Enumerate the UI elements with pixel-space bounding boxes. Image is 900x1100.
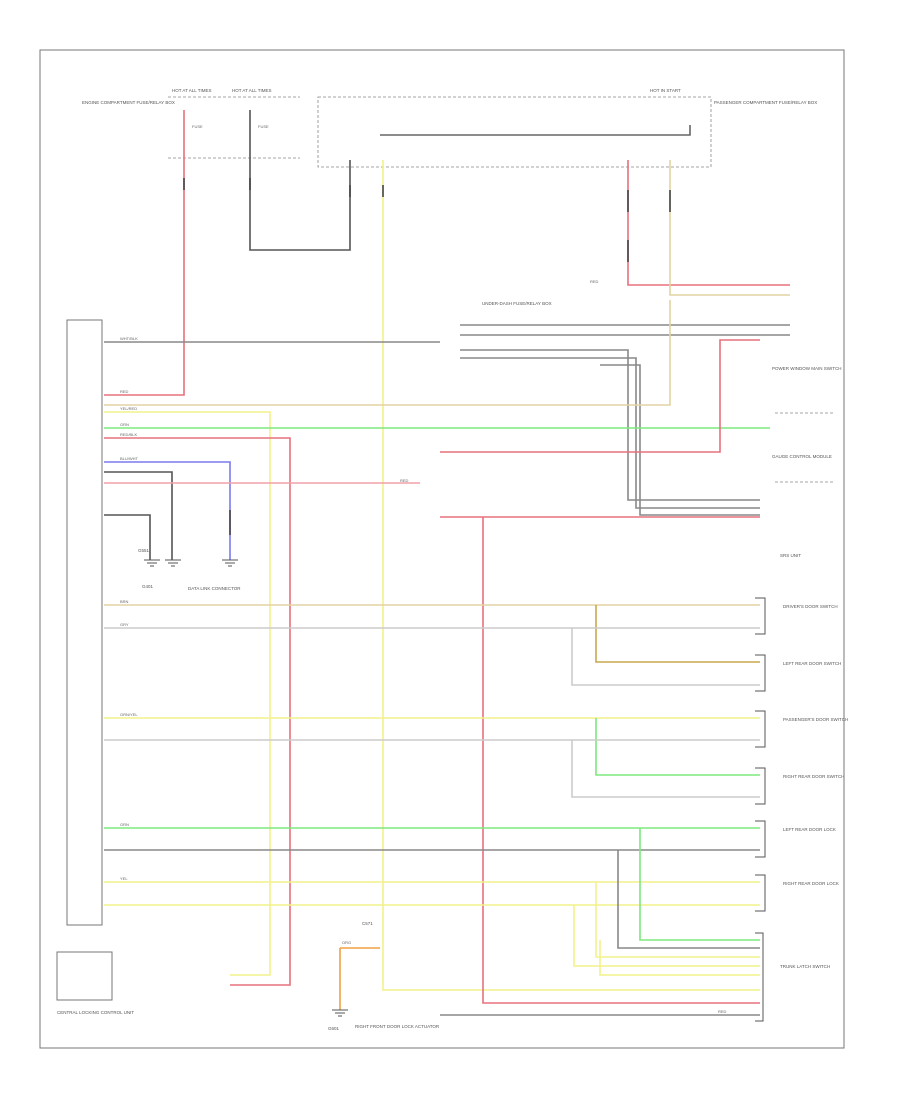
wire-yellow-975 [599, 940, 760, 976]
wire-tag-1: WHT/BLK [120, 336, 138, 341]
wire-yellow-966 [573, 905, 760, 967]
ground-label-2: G551 [138, 548, 150, 553]
ground-4 [332, 1009, 348, 1017]
trunk-ground-label: G601 [328, 1026, 340, 1031]
wire-tan-right-top [669, 160, 790, 296]
wire-tag-7: BRN [120, 599, 129, 604]
wire-red-right-top [627, 160, 790, 286]
fuse-a-label: FUSE [192, 124, 203, 129]
wire-yellow-957 [595, 882, 760, 958]
wire-yellow-main [382, 160, 760, 991]
lock-right [755, 874, 766, 912]
wire-gray-365 [600, 364, 760, 516]
wire-tag-5: RED/BLK [120, 432, 137, 437]
wire-brn-662 [595, 605, 760, 663]
trunk-unit-label: TRUNK LATCH SWITCH [780, 964, 830, 969]
ground-2 [165, 559, 181, 567]
wire-gray-797 [571, 740, 760, 798]
wire-dark-472 [104, 471, 173, 560]
wire-red-438 [104, 437, 291, 986]
wire-tag-8: GRY [120, 622, 129, 627]
wire-green-940 [639, 828, 760, 941]
door-switch-rr-label: RIGHT REAR DOOR SWITCH [783, 774, 844, 779]
hot-label-2: HOT AT ALL TIMES [232, 88, 272, 93]
gauge-control-label: GAUGE CONTROL MODULE [772, 454, 832, 459]
ground-label-1: G401 [142, 584, 154, 589]
wire-dark-515 [104, 514, 151, 560]
wire-tag-6: BLU/WHT [120, 456, 139, 461]
central-locking-label: CENTRAL LOCKING CONTROL UNIT [57, 1010, 134, 1015]
dlc-label: DATA LINK CONNECTOR [188, 586, 241, 591]
fuse-b-label: FUSE [258, 124, 269, 129]
switch-rear-right [755, 767, 766, 805]
door-switch-rl-label: LEFT REAR DOOR SWITCH [783, 661, 841, 666]
wire-tag-9: GRN/YEL [120, 712, 138, 717]
control-unit-box [66, 319, 103, 926]
lock-left [755, 820, 766, 858]
wire-gray-948 [617, 850, 760, 949]
wire-gray-358 [460, 357, 760, 509]
wire-tag-12: RED [718, 1009, 727, 1014]
passenger-fuse-box-outline [317, 96, 712, 168]
ground-3 [222, 559, 238, 567]
wire-yellow-412 [104, 411, 271, 976]
wire-tag-14: RED [400, 478, 409, 483]
wire-tag-15: ORG [342, 940, 351, 945]
wire-green-775 [595, 718, 760, 776]
wire-tan-405 [104, 300, 671, 406]
wire-gray-box-top [380, 125, 691, 136]
wire-dark-fuse-b [249, 110, 351, 251]
srs-unit-label: SRS UNIT [780, 553, 801, 558]
wire-blue-462 [104, 461, 231, 560]
hatch-connector-label: C571 [362, 921, 373, 926]
central-locking-box [56, 951, 113, 1001]
wire-tag-11: YEL [120, 876, 128, 881]
right-separators [775, 412, 835, 483]
wire-tag-3: YEL/RED [120, 406, 137, 411]
hot-label-1: HOT AT ALL TIMES [172, 88, 212, 93]
wire-tag-4: GRN [120, 422, 129, 427]
engine-fuse-box-label: ENGINE COMPARTMENT FUSE/RELAY BOX [82, 100, 175, 105]
connectors [183, 178, 671, 535]
under-dash-label: UNDER-DASH FUSE/RELAY BOX [482, 301, 552, 306]
wire-red-down [482, 517, 760, 1004]
wire-gray-685 [571, 628, 760, 686]
diagram-frame [39, 49, 845, 1049]
hot-in-start-label: HOT IN START [650, 88, 681, 93]
switch-rear-left [755, 654, 766, 692]
trunk-unit-bracket [755, 932, 764, 1022]
wire-red-452 [440, 339, 760, 453]
wire-red-fuse-a [104, 110, 185, 396]
door-lock-left-label: LEFT REAR DOOR LOCK [783, 827, 836, 832]
switch-front-left [755, 597, 766, 635]
door-switch-fr-label: PASSENGER'S DOOR SWITCH [783, 717, 848, 722]
door-lock-right-label: RIGHT REAR DOOR LOCK [783, 881, 839, 886]
wire-tag-13: RED [590, 279, 599, 284]
power-window-label: POWER WINDOW MAIN SWITCH [772, 366, 842, 371]
wire-tag-10: GRN [120, 822, 129, 827]
switch-front-right [755, 710, 766, 748]
wire-tag-2: RED [120, 389, 129, 394]
bottom-note-label: RIGHT FRONT DOOR LOCK ACTUATOR [355, 1024, 440, 1029]
ground-1 [144, 559, 160, 567]
wires [104, 110, 790, 1016]
grounds [144, 559, 348, 1017]
door-switch-fl-label: DRIVER'S DOOR SWITCH [783, 604, 838, 609]
wire-gray-350 [460, 349, 760, 501]
passenger-fuse-box-label: PASSENGER COMPARTMENT FUSE/RELAY BOX [714, 100, 817, 105]
door-switches [755, 597, 766, 1022]
labels: ENGINE COMPARTMENT FUSE/RELAY BOX HOT AT… [57, 88, 848, 1031]
